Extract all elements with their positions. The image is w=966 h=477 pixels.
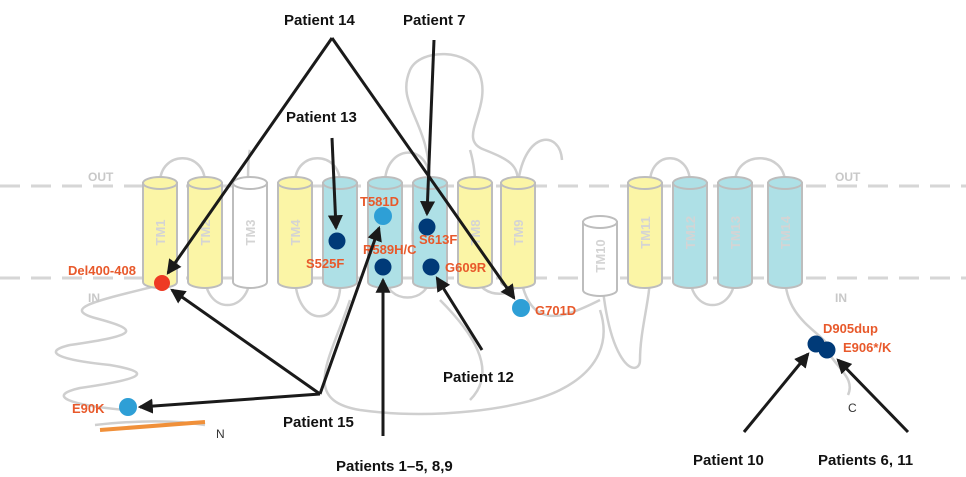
mutation-dot-s525f [329,233,346,250]
mutation-label-s613f: S613F [419,232,457,247]
mutation-dot-t581d [374,207,392,225]
arrow-p15-e90k [140,394,320,407]
c-terminus-label: C [848,401,857,415]
helix-cap [718,177,752,189]
patient-label-12: Patient 12 [443,369,514,386]
patient-label-13: Patient 13 [286,109,357,126]
helix-9: TM9 [501,177,535,288]
helix-cap [278,177,312,189]
helix-1: TM1 [143,177,177,288]
out-label-left: OUT [88,170,114,184]
helix-cap [673,177,707,189]
arrow-p10-d905dup [744,354,808,432]
helix-label: TM10 [593,239,608,272]
helix-cap [323,177,357,189]
helix-cap [501,177,535,189]
patient-label-15: Patient 15 [283,414,354,431]
in-label-left: IN [88,291,100,305]
mutation-label-s525f: S525F [306,256,344,271]
mutation-dot-g701d [512,299,530,317]
helix-label: TM1 [153,220,168,246]
helix-cap [233,177,267,189]
helix-cap [583,216,617,228]
helix-cap [368,177,402,189]
helix-label: TM9 [511,220,526,246]
mutation-label-e90k: E90K [72,401,105,416]
mutation-label-t581d: T581D [360,194,399,209]
helix-cap [143,177,177,189]
helix-label: TM14 [778,215,793,249]
patient-label-7: Patient 7 [403,12,466,29]
helix-5 [323,177,357,288]
helix-13: TM13 [718,177,752,288]
out-label-right: OUT [835,170,861,184]
helix-2: TM2 [188,177,222,288]
helix-4: TM4 [278,177,312,288]
mutation-dot-e90k [119,398,137,416]
helix-label: TM11 [638,216,653,249]
mutation-dot-g609r [423,259,440,276]
helix-12: TM12 [673,177,707,288]
helix-11: TM11 [628,177,662,288]
helix-cap [188,177,222,189]
arrow-p6-11-e906k [838,360,908,432]
mutation-label-e906k: E906*/K [843,340,892,355]
mutation-label-g701d: G701D [535,303,576,318]
arrow-p15-del400 [172,290,320,394]
mutation-dot-del400 [154,275,170,291]
n-terminus-label: N [216,427,225,441]
mutation-dot-r589hc [375,259,392,276]
helix-label: TM4 [288,219,303,246]
mutation-dot-e906k [819,342,836,359]
helix-label: TM12 [683,216,698,249]
mutation-label-d905dup: D905dup [823,321,878,336]
patient-label-1-5: Patients 1–5, 8,9 [336,458,453,475]
helix-3: TM3 [233,177,267,288]
helix-cap [768,177,802,189]
mutation-label-del400: Del400-408 [68,263,136,278]
patient-label-14: Patient 14 [284,12,356,29]
in-label-right: IN [835,291,847,305]
helix-10: TM10 [583,216,617,296]
helix-14: TM14 [768,177,802,288]
helix-label: TM2 [198,220,213,246]
mutation-label-g609r: G609R [445,260,487,275]
patient-label-6-11: Patients 6, 11 [818,452,913,469]
helix-label: TM3 [243,220,258,246]
helix-cap [458,177,492,189]
helix-cap [628,177,662,189]
helix-label: TM13 [728,216,743,249]
patient-label-10: Patient 10 [693,452,764,469]
